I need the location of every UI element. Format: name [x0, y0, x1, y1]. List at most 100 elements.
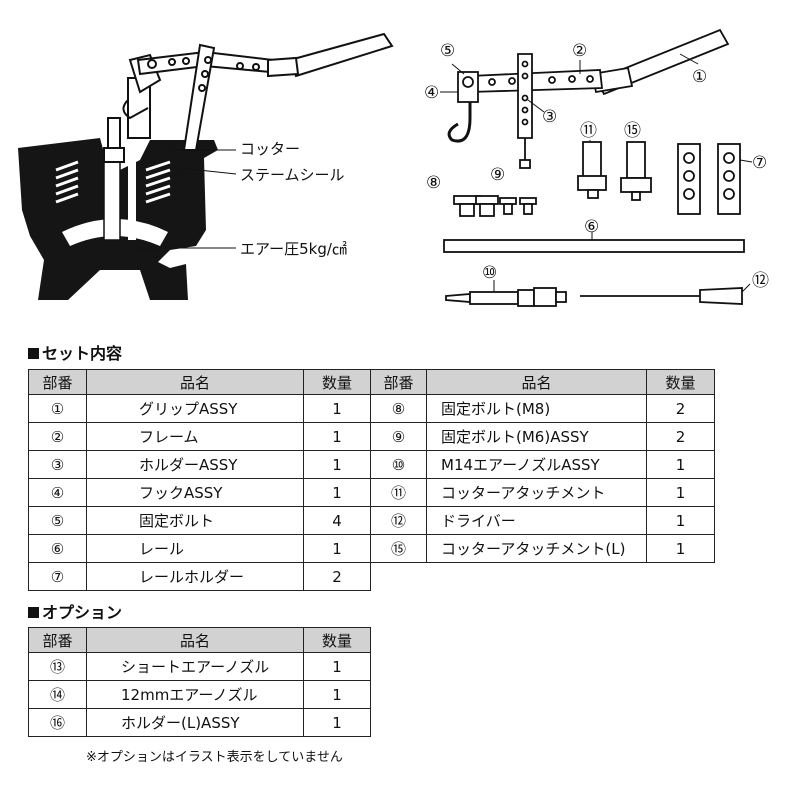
options-title: オプション — [28, 603, 122, 623]
item-name-cell: フックASSY — [86, 478, 304, 507]
quantity-cell: 4 — [303, 506, 371, 535]
part-number-cell: ⑫ — [370, 506, 427, 535]
quantity-cell: 1 — [303, 708, 371, 737]
item-name-cell: M14エアーノズルASSY — [426, 450, 647, 479]
quantity-cell: 1 — [303, 450, 371, 479]
part-number-cell: ⑭ — [28, 680, 87, 709]
marker-4: ④ — [424, 83, 439, 103]
quantity-cell: 1 — [646, 534, 715, 563]
table-header-row: 部番 品名 数量 — [370, 369, 715, 395]
header-part-no: 部番 — [28, 369, 87, 395]
marker-9: ⑨ — [490, 165, 505, 185]
header-part-no: 部番 — [28, 627, 87, 653]
item-name-cell: フレーム — [86, 422, 304, 451]
quantity-cell: 1 — [646, 450, 715, 479]
part-number-cell: ⑪ — [370, 478, 427, 507]
quantity-cell: 1 — [303, 394, 371, 423]
part-number-cell: ⑦ — [28, 562, 87, 591]
part-number-cell: ⑨ — [370, 422, 427, 451]
quantity-cell: 1 — [646, 478, 715, 507]
header-quantity: 数量 — [303, 369, 371, 395]
item-name-cell: コッターアタッチメント — [426, 478, 647, 507]
item-name-cell: コッターアタッチメント(L) — [426, 534, 647, 563]
quantity-cell: 1 — [646, 506, 715, 535]
header-quantity: 数量 — [303, 627, 371, 653]
options-note: ※オプションはイラスト表示をしていません — [86, 750, 343, 765]
quantity-cell: 1 — [303, 652, 371, 681]
quantity-cell: 1 — [303, 422, 371, 451]
part-number-cell: ⑥ — [28, 534, 87, 563]
marker-10: ⑩ — [482, 263, 497, 283]
part-number-cell: ① — [28, 394, 87, 423]
quantity-cell: 2 — [646, 422, 715, 451]
item-name-cell: 12mmエアーノズル — [86, 680, 304, 709]
product-illustration: コッター ステームシール エアー圧5kg/㎠ — [18, 28, 769, 307]
marker-3: ③ — [542, 107, 557, 127]
marker-2: ② — [572, 41, 587, 61]
marker-1: ① — [692, 67, 707, 87]
item-name-cell: ショートエアーノズル — [86, 652, 304, 681]
item-name-cell: ドライバー — [426, 506, 647, 535]
item-name-cell: ホルダー(L)ASSY — [86, 708, 304, 737]
callout-stem-seal: ステームシール — [240, 166, 345, 184]
part-number-cell: ⑤ — [28, 506, 87, 535]
marker-15: ⑮ — [624, 121, 641, 141]
part-number-cell: ⑧ — [370, 394, 427, 423]
item-name-cell: ホルダーASSY — [86, 450, 304, 479]
header-item-name: 品名 — [86, 369, 304, 395]
quantity-cell: 1 — [303, 534, 371, 563]
table-header-row: 部番 品名 数量 — [28, 627, 371, 653]
marker-8: ⑧ — [426, 173, 441, 193]
item-name-cell: レールホルダー — [86, 562, 304, 591]
part-number-cell: ⑬ — [28, 652, 87, 681]
marker-7: ⑦ — [752, 153, 767, 173]
part-number-cell: ③ — [28, 450, 87, 479]
item-name-cell: 固定ボルト(M8) — [426, 394, 647, 423]
part-number-cell: ⑮ — [370, 534, 427, 563]
callout-air-pressure: エアー圧5kg/㎠ — [240, 240, 347, 258]
item-name-cell: 固定ボルト — [86, 506, 304, 535]
part-number-cell: ② — [28, 422, 87, 451]
item-name-cell: グリップASSY — [86, 394, 304, 423]
quantity-cell: 1 — [303, 680, 371, 709]
quantity-cell: 2 — [303, 562, 371, 591]
marker-6: ⑥ — [584, 217, 599, 237]
header-item-name: 品名 — [426, 369, 647, 395]
header-item-name: 品名 — [86, 627, 304, 653]
item-name-cell: レール — [86, 534, 304, 563]
header-quantity: 数量 — [646, 369, 715, 395]
header-part-no: 部番 — [370, 369, 427, 395]
callout-cotter: コッター — [240, 140, 300, 158]
parts-exploded-view — [440, 28, 753, 307]
engine-head-cutaway — [18, 32, 394, 300]
table-header-row: 部番 品名 数量 — [28, 369, 371, 395]
part-number-cell: ④ — [28, 478, 87, 507]
item-name-cell: 固定ボルト(M6)ASSY — [426, 422, 647, 451]
set-contents-title: セット内容 — [28, 344, 122, 364]
part-number-cell: ⑩ — [370, 450, 427, 479]
part-number-cell: ⑯ — [28, 708, 87, 737]
marker-5: ⑤ — [440, 41, 455, 61]
